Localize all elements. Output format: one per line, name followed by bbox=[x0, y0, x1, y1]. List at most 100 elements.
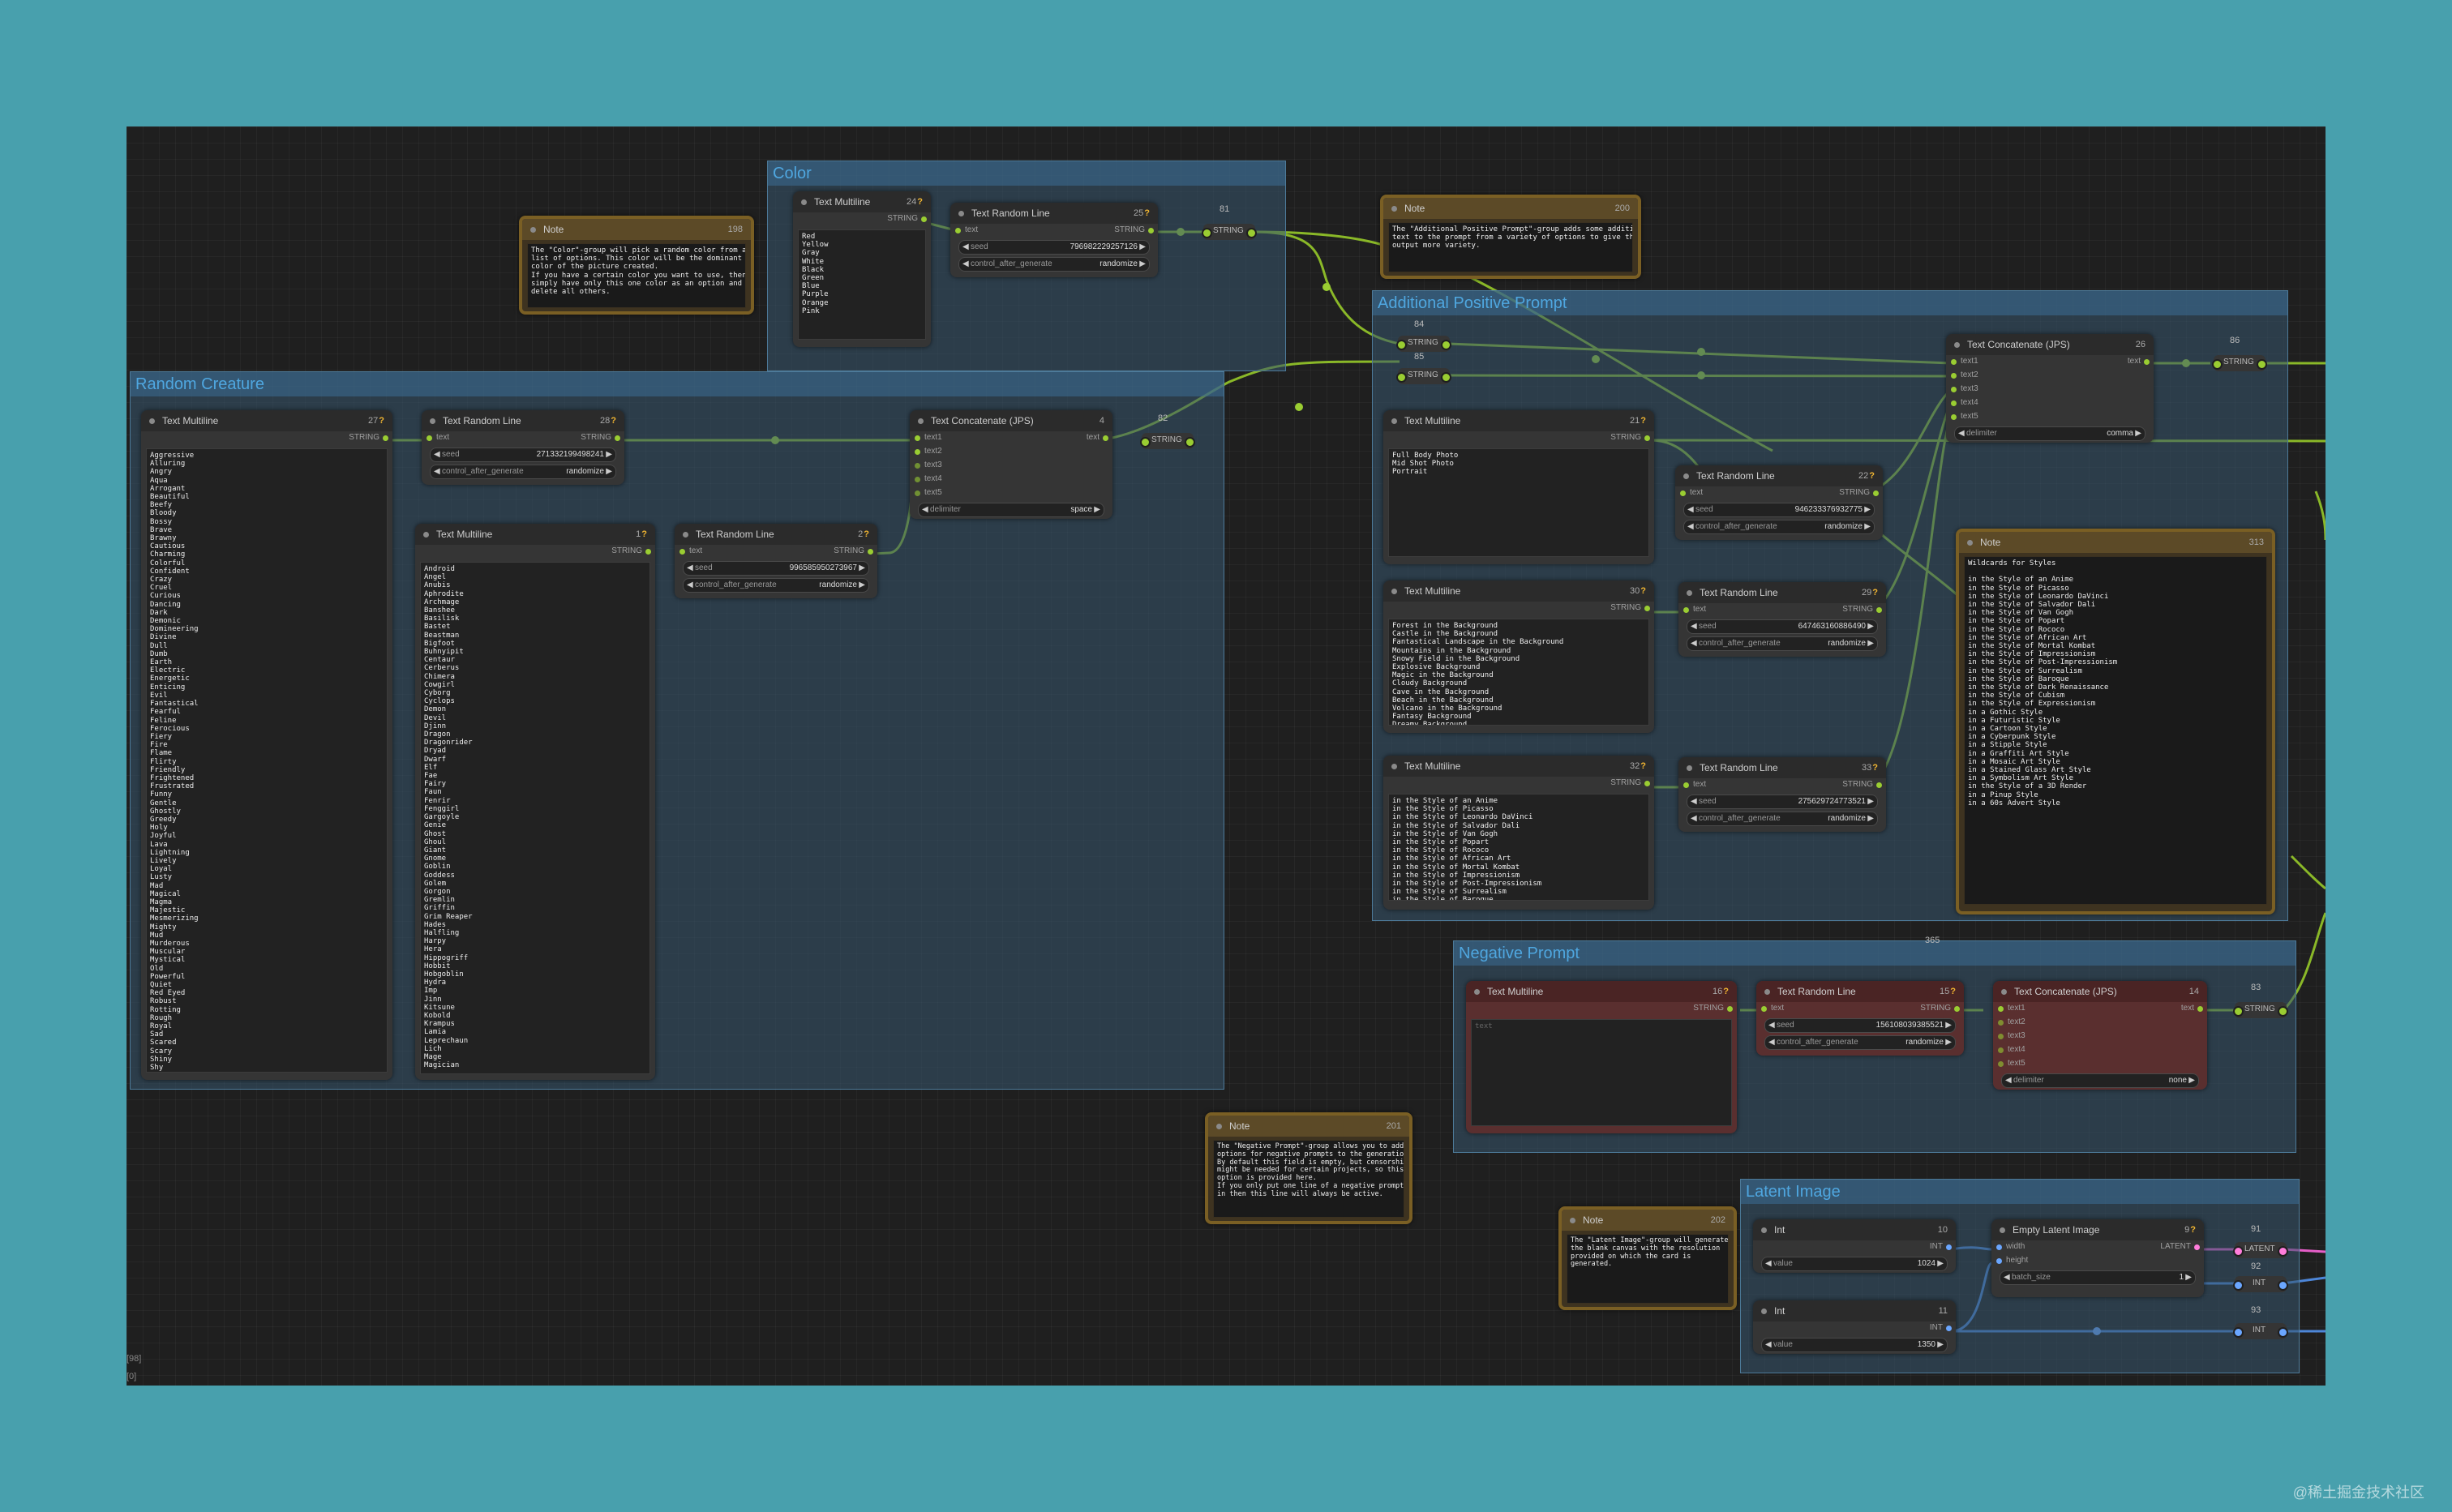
collapse-dot-icon[interactable] bbox=[1761, 1309, 1767, 1314]
collapse-dot-icon[interactable] bbox=[1474, 989, 1480, 995]
arrow-right-icon[interactable]: ▶ bbox=[859, 563, 865, 572]
text-input[interactable]: in the Style of an Anime in the Style of… bbox=[1388, 794, 1649, 901]
port-dot-icon[interactable] bbox=[1140, 437, 1151, 448]
node-header[interactable]: Text Concatenate (JPS)26 bbox=[1946, 334, 2154, 355]
port-dot-icon[interactable] bbox=[1998, 1061, 2004, 1067]
arrow-left-icon[interactable]: ◀ bbox=[922, 505, 928, 514]
arrow-left-icon[interactable]: ◀ bbox=[434, 450, 440, 459]
collapse-dot-icon[interactable] bbox=[1216, 1124, 1222, 1129]
port-dot-icon[interactable] bbox=[1727, 1006, 1733, 1012]
input-port[interactable]: text4 bbox=[910, 473, 1112, 486]
port-dot-icon[interactable] bbox=[1683, 782, 1689, 788]
collapse-dot-icon[interactable] bbox=[530, 227, 536, 233]
reroute-node[interactable]: 82 STRING bbox=[1140, 413, 1195, 449]
port-dot-icon[interactable] bbox=[1396, 372, 1407, 383]
port-dot-icon[interactable] bbox=[1996, 1258, 2002, 1264]
arrow-right-icon[interactable]: ▶ bbox=[1094, 505, 1100, 514]
port-dot-icon[interactable] bbox=[1396, 340, 1407, 350]
output-port[interactable]: STRING bbox=[793, 212, 931, 226]
port-dot-icon[interactable] bbox=[1441, 372, 1451, 383]
collapse-dot-icon[interactable] bbox=[2000, 1227, 2005, 1233]
port-dot-icon[interactable] bbox=[915, 435, 920, 441]
arrow-left-icon[interactable]: ◀ bbox=[2004, 1273, 2010, 1282]
collapse-dot-icon[interactable] bbox=[958, 211, 964, 216]
port-dot-icon[interactable] bbox=[615, 435, 620, 441]
port-dot-icon[interactable] bbox=[1873, 490, 1879, 496]
reroute-node[interactable]: 81 STRING bbox=[1202, 204, 1257, 240]
port-dot-icon[interactable] bbox=[1998, 1006, 2004, 1012]
port-dot-icon[interactable] bbox=[2194, 1244, 2200, 1250]
port-dot-icon[interactable] bbox=[1998, 1047, 2004, 1053]
reroute-node[interactable]: 91 LATENT bbox=[2233, 1224, 2288, 1258]
output-port[interactable]: STRING bbox=[1466, 1002, 1737, 1016]
arrow-right-icon[interactable]: ▶ bbox=[1867, 814, 1874, 823]
collapse-dot-icon[interactable] bbox=[683, 532, 688, 538]
port-dot-icon[interactable] bbox=[1876, 782, 1882, 788]
arrow-right-icon[interactable]: ▶ bbox=[1867, 639, 1874, 648]
reroute-node[interactable]: 93 INT bbox=[2233, 1305, 2288, 1339]
port-dot-icon[interactable] bbox=[1185, 437, 1195, 448]
collapse-dot-icon[interactable] bbox=[1391, 764, 1397, 769]
port-dot-icon[interactable] bbox=[1761, 1006, 1767, 1012]
input-port[interactable]: text5 bbox=[910, 486, 1112, 500]
arrow-right-icon[interactable]: ▶ bbox=[1139, 259, 1146, 268]
input-port[interactable]: text2 bbox=[1993, 1016, 2207, 1030]
arrow-left-icon[interactable]: ◀ bbox=[1765, 1340, 1772, 1349]
arrow-right-icon[interactable]: ▶ bbox=[606, 450, 612, 459]
port-dot-icon[interactable] bbox=[2278, 1246, 2288, 1257]
port-dot-icon[interactable] bbox=[1951, 359, 1957, 365]
port-dot-icon[interactable] bbox=[1680, 490, 1686, 496]
port-dot-icon[interactable] bbox=[1202, 228, 1212, 238]
port-dot-icon[interactable] bbox=[1441, 340, 1451, 350]
text-input[interactable]: Aggressive Alluring Angry Aqua Arrogant … bbox=[146, 448, 388, 1073]
output-port[interactable]: INT bbox=[1753, 1321, 1956, 1335]
port-dot-icon[interactable] bbox=[1998, 1034, 2004, 1039]
port-dot-icon[interactable] bbox=[1644, 781, 1650, 786]
arrow-left-icon[interactable]: ◀ bbox=[434, 467, 440, 476]
collapse-dot-icon[interactable] bbox=[918, 418, 924, 424]
text-input[interactable]: Red Yellow Gray White Black Green Blue P… bbox=[798, 229, 926, 340]
port-dot-icon[interactable] bbox=[1246, 228, 1257, 238]
node-header[interactable]: Text Concatenate (JPS)4 bbox=[910, 410, 1112, 431]
note-text[interactable]: The "Negative Prompt"-group allows you t… bbox=[1213, 1140, 1404, 1218]
collapse-dot-icon[interactable] bbox=[1683, 473, 1689, 479]
note-text[interactable]: The "Additional Positive Prompt"-group a… bbox=[1388, 222, 1633, 272]
input-port[interactable]: text3 bbox=[1993, 1030, 2207, 1043]
port-dot-icon[interactable] bbox=[679, 549, 685, 555]
arrow-left-icon[interactable]: ◀ bbox=[962, 259, 969, 268]
port-dot-icon[interactable] bbox=[915, 463, 920, 469]
input-port[interactable]: text2 bbox=[910, 445, 1112, 459]
